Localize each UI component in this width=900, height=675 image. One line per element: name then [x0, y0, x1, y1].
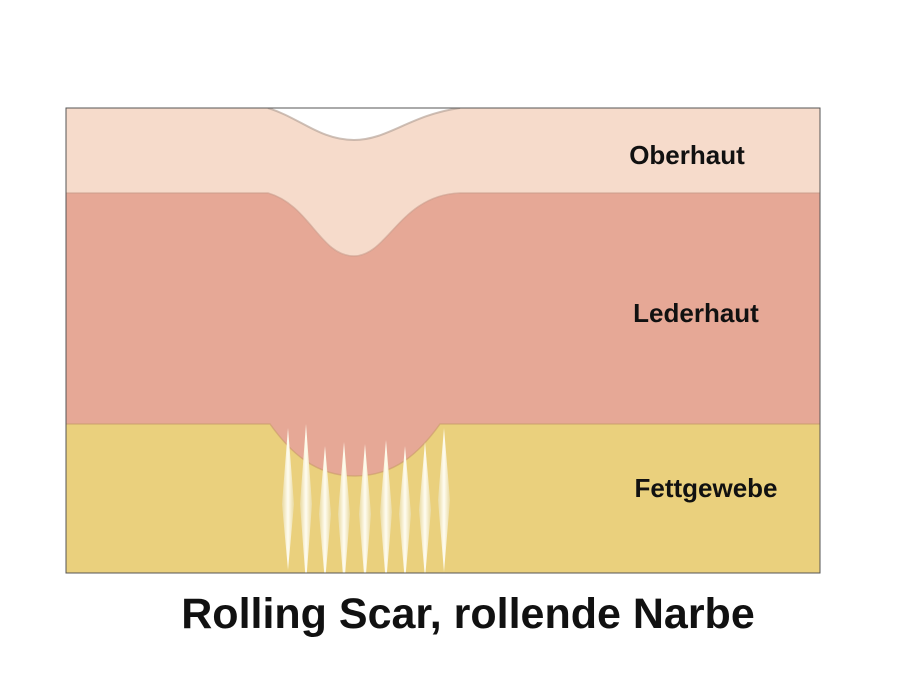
dermis-fat-boundary	[66, 423, 820, 477]
bottom-bulge	[275, 572, 440, 573]
label-epidermis: Oberhaut	[629, 140, 745, 170]
dermis-layer	[66, 193, 820, 476]
fibrous-strand	[338, 442, 350, 573]
diagram-caption: Rolling Scar, rollende Narbe	[181, 590, 755, 638]
label-dermis: Lederhaut	[633, 298, 759, 328]
epidermis-layer	[66, 108, 820, 256]
fibrous-strand	[380, 440, 392, 573]
fibrous-strand	[359, 444, 371, 573]
epidermis-dermis-boundary	[66, 192, 820, 257]
fibrous-strands	[282, 424, 450, 573]
fibrous-strand	[319, 446, 331, 573]
diagram-frame	[65, 107, 821, 574]
fibrous-strand	[438, 428, 450, 572]
fibrous-strand	[300, 424, 312, 573]
fibrous-strand	[282, 428, 294, 570]
fibrous-strand	[399, 446, 411, 573]
label-fat-tissue: Fettgewebe	[634, 473, 777, 503]
surface-depression	[267, 108, 461, 142]
fibrous-strand	[419, 442, 431, 573]
